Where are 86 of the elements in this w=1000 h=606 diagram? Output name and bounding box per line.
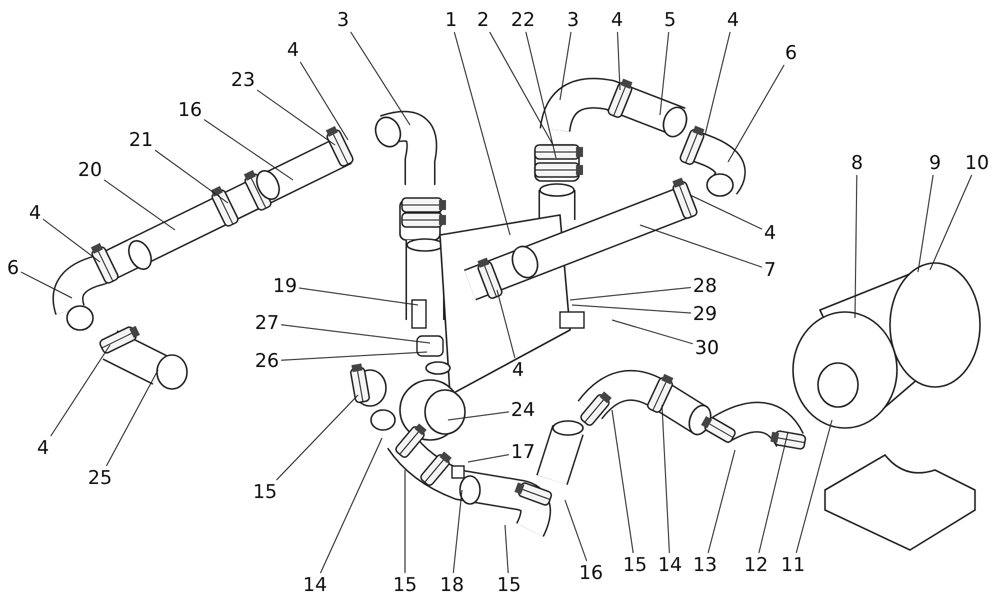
leader-line: [617, 32, 620, 90]
leader-line: [20, 272, 72, 298]
callout-number: 11: [780, 555, 806, 575]
callout-number: 7: [764, 260, 776, 280]
leader-line: [930, 174, 972, 270]
leader-line: [690, 194, 762, 230]
callout-number: 29: [692, 304, 718, 324]
callout-number: 20: [78, 160, 102, 180]
leader-line: [468, 454, 510, 462]
leader-line: [489, 32, 554, 146]
leader-line: [42, 218, 100, 262]
callout-number: 13: [692, 555, 718, 575]
callout-number: 28: [692, 276, 718, 296]
leader-line: [404, 470, 406, 574]
leader-line: [612, 410, 634, 554]
callout-number: 15: [392, 575, 418, 595]
callout-number: 30: [694, 338, 720, 358]
callout-number: 16: [578, 563, 604, 583]
leader-line: [448, 411, 510, 420]
callout-number: 15: [252, 482, 278, 502]
leader-line: [350, 32, 410, 126]
callout-number: 3: [566, 10, 580, 30]
leader-line: [708, 450, 736, 554]
leader-line: [564, 500, 588, 562]
leader-line: [154, 150, 228, 204]
leader-line: [276, 394, 358, 480]
callout-number: 15: [496, 575, 522, 595]
callout-number: 24: [510, 400, 536, 420]
callout-number: 14: [302, 575, 328, 595]
callout-number: 19: [272, 276, 298, 296]
callout-number: 27: [254, 313, 280, 333]
callout-number: 18: [440, 575, 464, 595]
callout-number: 4: [28, 203, 42, 223]
leader-line: [280, 324, 430, 344]
callout-number: 8: [850, 153, 864, 173]
leader-line: [256, 90, 336, 146]
callout-number: 12: [744, 555, 768, 575]
leader-line: [106, 370, 158, 466]
leader-line: [796, 420, 832, 554]
leader-line: [660, 32, 670, 116]
leader-line: [454, 32, 510, 236]
leader-line: [572, 304, 692, 314]
callout-number: 4: [726, 10, 740, 30]
leader-line: [704, 32, 731, 136]
callout-number: 5: [664, 10, 676, 30]
leader-line: [854, 174, 858, 318]
leader-line: [640, 224, 762, 268]
leader-line: [496, 290, 516, 358]
callout-number: 9: [928, 153, 942, 173]
callout-number: 6: [6, 258, 20, 278]
callout-number: 4: [286, 40, 300, 60]
leader-line: [728, 64, 785, 162]
leader-line: [662, 404, 670, 554]
callout-number: 22: [510, 10, 536, 30]
callout-number: 6: [784, 43, 798, 63]
leader-line: [452, 490, 462, 574]
callout-number: 16: [178, 100, 202, 120]
leader-line: [204, 119, 294, 180]
callout-number: 15: [622, 555, 648, 575]
leader-line: [50, 344, 110, 436]
callout-number: 4: [36, 438, 50, 458]
callout-number: 17: [510, 442, 536, 462]
callout-number: 14: [658, 555, 682, 575]
callout-number: 4: [764, 223, 776, 243]
leader-line: [570, 287, 692, 300]
leader-line: [300, 62, 348, 140]
callout-number: 26: [254, 351, 280, 371]
leader-line: [525, 32, 556, 158]
callout-number: 4: [512, 360, 524, 380]
callout-number: 23: [230, 70, 256, 90]
leader-line: [612, 320, 694, 344]
leader-line: [280, 352, 428, 361]
leader-line: [560, 32, 572, 100]
callout-number: 1: [444, 10, 458, 30]
leader-line: [320, 438, 382, 574]
callout-number: 4: [610, 10, 624, 30]
leader-line: [758, 432, 788, 554]
callout-number: 10: [964, 153, 990, 173]
leader-line: [918, 174, 934, 272]
leader-line: [504, 524, 509, 574]
callout-number: 3: [336, 10, 350, 30]
leader-line: [298, 288, 418, 306]
callout-number: 25: [88, 468, 112, 488]
callout-number: 2: [476, 10, 490, 30]
callout-number: 21: [128, 130, 154, 150]
leader-line: [104, 179, 176, 230]
